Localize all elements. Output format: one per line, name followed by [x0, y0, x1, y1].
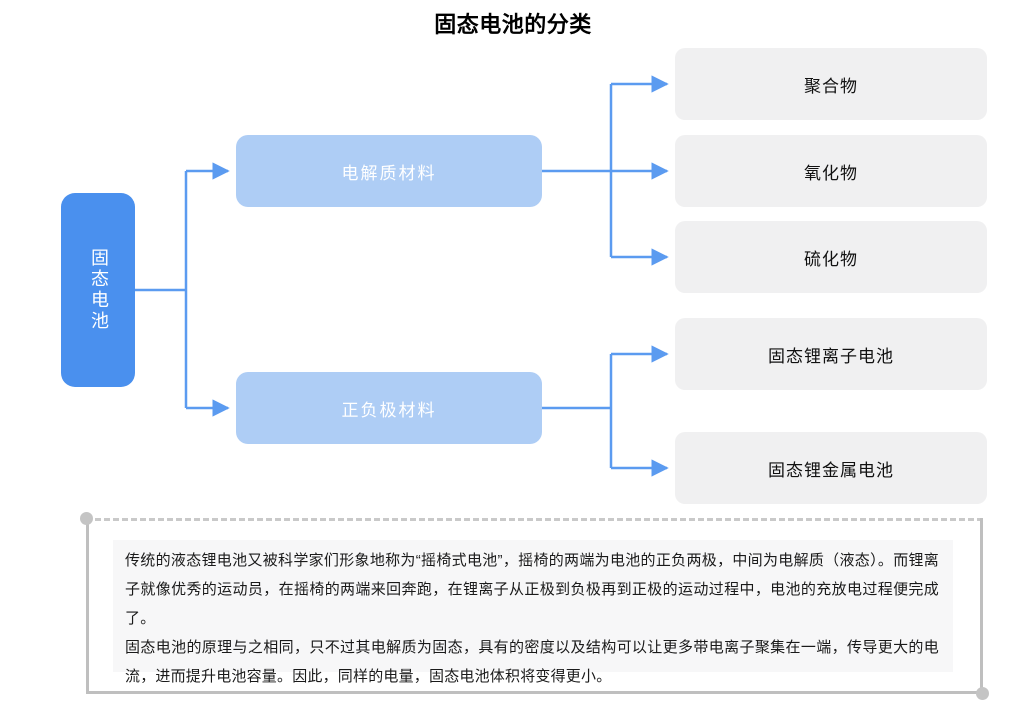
note-frame-start-dot-icon: [80, 512, 93, 525]
connector-electrolyte-to-children: [542, 75, 669, 266]
node-polymer-label: 聚合物: [804, 76, 858, 96]
node-solid-state-lithium-metal-battery-label: 固态锂金属电池: [768, 460, 894, 480]
node-electrolyte-material[interactable]: 电解质材料: [236, 135, 542, 207]
note-paragraph-2: 固态电池的原理与之相同，只不过其电解质为固态，具有的密度以及结构可以让更多带电离…: [125, 639, 939, 685]
note-body: 传统的液态锂电池又被科学家们形象地称为“摇椅式电池”，摇椅的两端为电池的正负两极…: [113, 540, 953, 685]
node-sulfide-label: 硫化物: [804, 249, 858, 269]
node-electrode-material[interactable]: 正负极材料: [236, 372, 542, 444]
connector-electrode-to-children: [542, 345, 669, 477]
node-oxide[interactable]: 氧化物: [675, 135, 987, 207]
node-sulfide[interactable]: 硫化物: [675, 221, 987, 293]
page-title: 固态电池的分类: [434, 12, 592, 37]
node-solid-state-lithium-ion-battery[interactable]: 固态锂离子电池: [675, 318, 987, 390]
node-root-label: 固态电池: [88, 248, 109, 332]
node-solid-state-lithium-ion-battery-label: 固态锂离子电池: [768, 346, 894, 366]
note-frame: [80, 512, 989, 700]
node-oxide-label: 氧化物: [804, 163, 858, 183]
note-paragraph-1: 传统的液态锂电池又被科学家们形象地称为“摇椅式电池”，摇椅的两端为电池的正负两极…: [125, 552, 939, 627]
note-frame-left-edge: [86, 518, 89, 694]
note-frame-bottom-edge: [86, 691, 983, 694]
node-solid-state-lithium-metal-battery[interactable]: 固态锂金属电池: [675, 432, 987, 504]
note-frame-right-edge: [980, 518, 983, 694]
node-polymer[interactable]: 聚合物: [675, 48, 987, 120]
node-electrolyte-material-label: 电解质材料: [341, 163, 437, 183]
node-electrode-material-label: 正负极材料: [341, 400, 437, 420]
connector-root-to-level2: [135, 162, 230, 417]
node-root-solid-state-battery[interactable]: 固态电池: [61, 193, 135, 387]
note-frame-end-dot-icon: [976, 687, 989, 700]
note-frame-top-edge: [86, 518, 983, 521]
